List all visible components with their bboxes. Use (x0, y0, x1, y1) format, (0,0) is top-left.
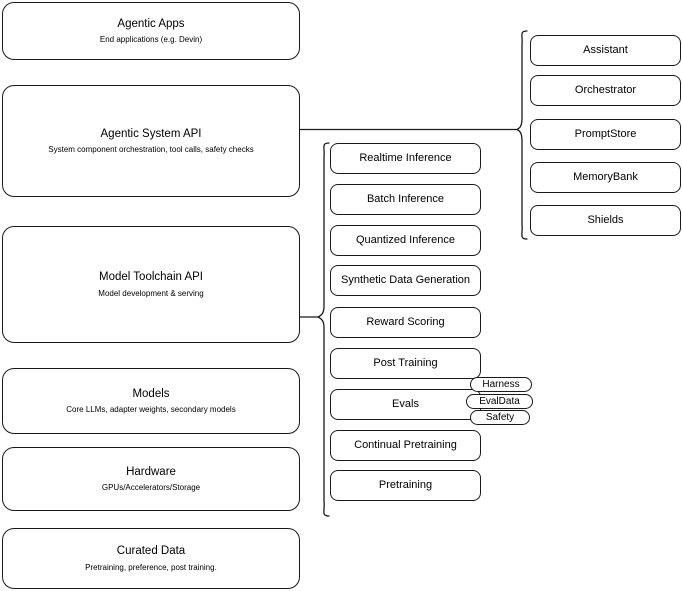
evals-pill-label: Harness (482, 379, 520, 390)
layer-subtitle: Model development & serving (98, 288, 204, 298)
evals-pill-label: Safety (485, 412, 515, 423)
evals-pill-label: EvalData (479, 396, 520, 407)
capability-quantized-inference[interactable]: Quantized Inference (330, 225, 481, 256)
brace-toolchain-capabilities (317, 142, 330, 517)
component-label: PromptStore (574, 127, 637, 140)
layer-title: Agentic System API (100, 127, 202, 140)
layer-title: Models (132, 387, 170, 400)
capability-label: Synthetic Data Generation (340, 273, 471, 286)
capability-post-training[interactable]: Post Training (330, 348, 481, 379)
evals-pill-harness[interactable]: Harness (470, 377, 532, 392)
component-label: MemoryBank (573, 170, 638, 183)
layer-title: Curated Data (116, 545, 186, 558)
component-label: Orchestrator (574, 83, 637, 96)
component-orchestrator[interactable]: Orchestrator (530, 75, 681, 106)
component-memorybank[interactable]: MemoryBank (530, 162, 681, 193)
evals-pill-safety[interactable]: Safety (470, 410, 530, 425)
capability-label: Batch Inference (366, 192, 445, 205)
layer-curated-data[interactable]: Curated Data Pretraining, preference, po… (2, 528, 300, 589)
component-label: Shields (587, 213, 624, 226)
brace-system-components (516, 30, 528, 240)
layer-subtitle: Core LLMs, adapter weights, secondary mo… (66, 405, 236, 415)
evals-pill-evaldata[interactable]: EvalData (466, 394, 533, 409)
capability-reward-scoring[interactable]: Reward Scoring (330, 307, 481, 338)
component-shields[interactable]: Shields (530, 205, 681, 236)
layer-subtitle: GPUs/Accelerators/Storage (101, 483, 201, 493)
capability-realtime-inference[interactable]: Realtime Inference (330, 143, 481, 174)
component-promptstore[interactable]: PromptStore (530, 119, 681, 150)
component-assistant[interactable]: Assistant (530, 35, 681, 66)
capability-label: Quantized Inference (355, 233, 456, 246)
layer-subtitle: End applications (e.g. Devin) (99, 35, 203, 45)
layer-title: Model Toolchain API (99, 271, 203, 284)
capability-label: Evals (392, 397, 419, 410)
capability-batch-inference[interactable]: Batch Inference (330, 184, 481, 215)
capability-continual-pretraining[interactable]: Continual Pretraining (330, 430, 481, 461)
layer-title: Hardware (126, 465, 176, 478)
capability-label: Reward Scoring (366, 315, 445, 328)
component-label: Assistant (583, 43, 628, 56)
capability-evals[interactable]: Evals (330, 389, 481, 420)
layer-subtitle: Pretraining, preference, post training. (85, 562, 217, 572)
layer-title: Agentic Apps (117, 17, 185, 30)
layer-agentic-apps[interactable]: Agentic Apps End applications (e.g. Devi… (2, 2, 300, 60)
capability-pretraining[interactable]: Pretraining (330, 470, 481, 501)
layer-agentic-system-api[interactable]: Agentic System API System component orch… (2, 85, 300, 197)
capability-label: Post Training (373, 356, 438, 369)
layer-subtitle: System component orchestration, tool cal… (48, 145, 254, 155)
capability-label: Realtime Inference (359, 151, 452, 164)
capability-label: Pretraining (378, 478, 433, 491)
capability-synthetic-data-generation[interactable]: Synthetic Data Generation (330, 265, 481, 296)
capability-label: Continual Pretraining (354, 438, 457, 451)
layer-models[interactable]: Models Core LLMs, adapter weights, secon… (2, 368, 300, 434)
layer-model-toolchain-api[interactable]: Model Toolchain API Model development & … (2, 226, 300, 343)
layer-hardware[interactable]: Hardware GPUs/Accelerators/Storage (2, 447, 300, 511)
